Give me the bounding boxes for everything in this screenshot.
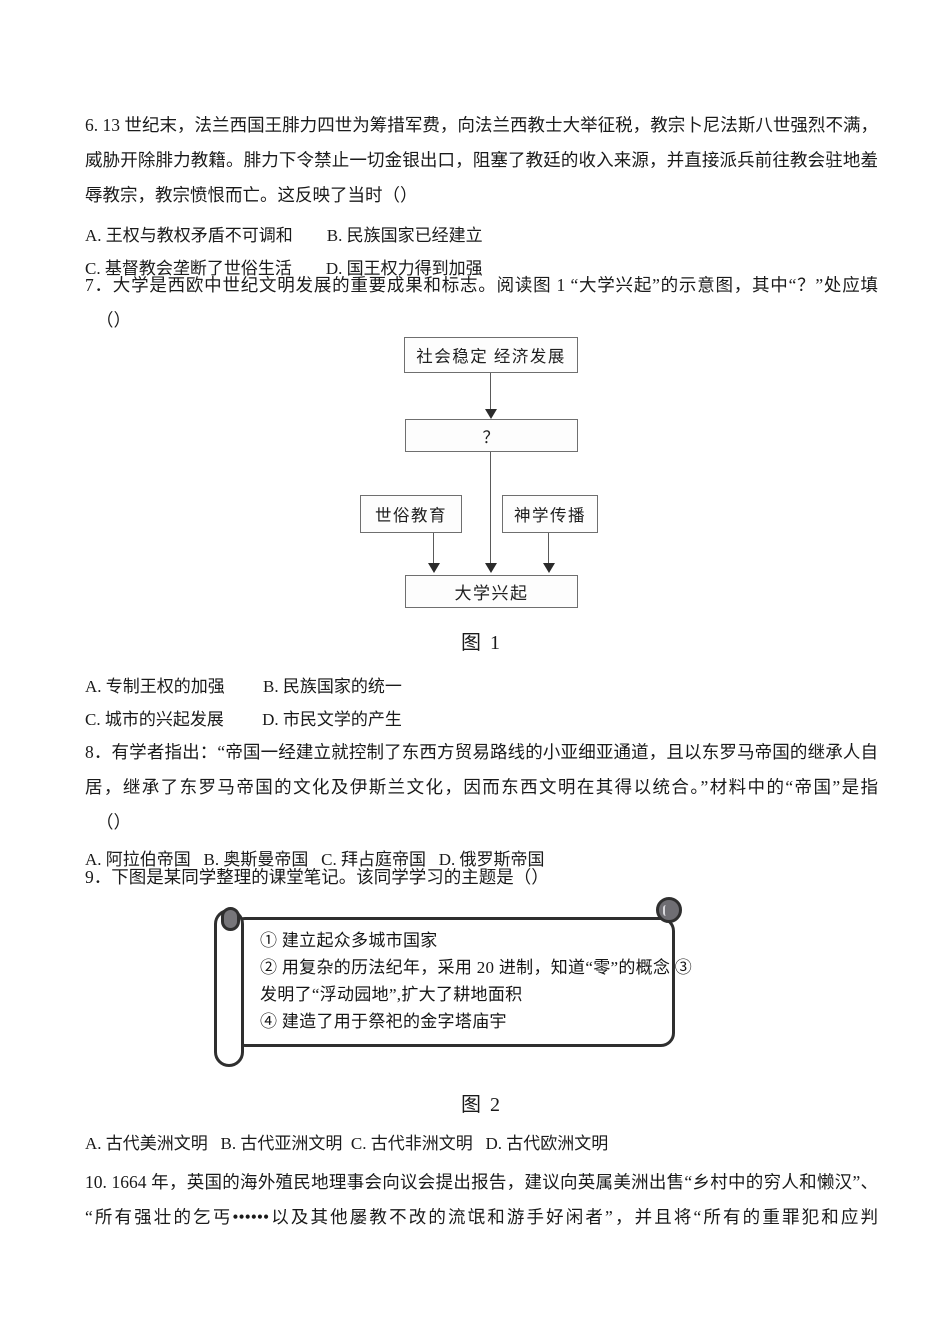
scroll-left-roll <box>214 909 244 1067</box>
question-8: 8．有学者指出：“帝国一经建立就控制了东西方贸易路线的小亚细亚通道，且以东罗马帝… <box>85 735 878 876</box>
question-9-options-row-1[interactable]: A. 古代美洲文明 B. 古代亚洲文明 C. 古代非洲文明 D. 古代欧洲文明 <box>85 1134 609 1153</box>
question-6-stem-line-1: 6. 13 世纪末，法兰西国王腓力四世为筹措军费，向法兰西教士大举征税，教宗卜尼… <box>85 115 878 135</box>
exam-page: 6. 13 世纪末，法兰西国王腓力四世为筹措军费，向法兰西教士大举征税，教宗卜尼… <box>85 0 880 1344</box>
question-9-stem-line-1: 9．下图是某同学整理的课堂笔记。该同学学习的主题是（） <box>85 867 549 887</box>
flow-box-unknown: ？ <box>405 419 578 452</box>
question-7-options: A. 专制王权的加强 B. 民族国家的统一 C. 城市的兴起发展 D. 市民文学… <box>85 670 878 736</box>
scroll-note-text: ① 建立起众多城市国家 ② 用复杂的历法纪年，采用 20 进制，知道“零”的概念… <box>260 927 693 1035</box>
scroll-right-knob-icon <box>656 897 682 923</box>
figure-1-caption: 图 1 <box>461 632 502 654</box>
scroll-note-line-1: ① 建立起众多城市国家 <box>260 931 438 950</box>
question-8-stem-line-1: 8．有学者指出：“帝国一经建立就控制了东西方贸易路线的小亚细亚通道，且以东罗马帝… <box>85 742 878 762</box>
flow-arrowhead-right-to-bottom <box>543 563 555 573</box>
flow-arrowhead-left-to-bottom <box>428 563 440 573</box>
question-10: 10. 1664 年，英国的海外殖民地理事会向议会提出报告，建议向英属美洲出售“… <box>85 1165 878 1235</box>
question-6-options-row-1[interactable]: A. 王权与教权矛盾不可调和 B. 民族国家已经建立 <box>85 226 483 245</box>
question-7-stem-line-2: （） <box>96 310 131 330</box>
scroll-note-line-2: ② 用复杂的历法纪年，采用 20 进制，知道“零”的概念 ③ <box>260 958 693 977</box>
question-7-stem-line-1: 7．大学是西欧中世纪文明发展的重要成果和标志。阅读图 1 “大学兴起”的示意图，… <box>85 275 878 295</box>
figure-2-scroll-note: ① 建立起众多城市国家 ② 用复杂的历法纪年，采用 20 进制，知道“零”的概念… <box>85 895 880 1080</box>
question-7-options-row-2[interactable]: C. 城市的兴起发展 D. 市民文学的产生 <box>85 710 402 729</box>
scroll-paper-body <box>231 917 675 1047</box>
question-10-stem-line-2: “所有强壮的乞丐••••••以及其他屡教不改的流氓和游手好闲者”，并且将“所有的… <box>85 1207 878 1227</box>
question-9: 9．下图是某同学整理的课堂笔记。该同学学习的主题是（） <box>85 860 878 895</box>
question-6: 6. 13 世纪末，法兰西国王腓力四世为筹措军费，向法兰西教士大举征税，教宗卜尼… <box>85 108 878 285</box>
question-6-stem-line-3: 辱教宗，教宗愤恨而亡。这反映了当时（） <box>85 185 418 205</box>
flow-connector-right-to-bottom <box>548 533 550 567</box>
flow-arrowhead-unknown-to-bottom <box>485 563 497 573</box>
scroll-note-line-3: 发明了“浮动园地”,扩大了耕地面积 <box>260 985 523 1004</box>
flow-connector-unknown-to-bottom <box>490 452 492 567</box>
scroll-left-knob-icon <box>221 907 240 931</box>
question-8-stem-line-3: （） <box>96 812 131 832</box>
question-7-options-row-1[interactable]: A. 专制王权的加强 B. 民族国家的统一 <box>85 677 402 696</box>
question-6-stem-line-2: 威胁开除腓力教籍。腓力下令禁止一切金银出口，阻塞了教廷的收入来源，并直接派兵前往… <box>85 150 878 170</box>
flow-connector-left-to-bottom <box>433 533 435 567</box>
question-6-options-row-2[interactable]: C. 基督教会垄断了世俗生活 D. 国王权力得到加强 <box>85 259 483 278</box>
flow-box-bottom: 大学兴起 <box>405 575 578 608</box>
question-7: 7．大学是西欧中世纪文明发展的重要成果和标志。阅读图 1 “大学兴起”的示意图，… <box>85 268 878 338</box>
flow-box-top: 社会稳定 经济发展 <box>404 337 578 373</box>
scroll-note-line-4: ④ 建造了用于祭祀的金字塔庙宇 <box>260 1012 507 1031</box>
flow-box-left: 世俗教育 <box>360 495 462 533</box>
question-8-stem-line-2: 居，继承了东罗马帝国的文化及伊斯兰文化，因而东西文明在其得以统合。”材料中的“帝… <box>85 777 878 797</box>
figure-2-caption: 图 2 <box>461 1094 502 1116</box>
flow-box-right: 神学传播 <box>502 495 598 533</box>
question-10-stem-line-1: 10. 1664 年，英国的海外殖民地理事会向议会提出报告，建议向英属美洲出售“… <box>85 1172 878 1192</box>
question-8-options-row-1[interactable]: A. 阿拉伯帝国 B. 奥斯曼帝国 C. 拜占庭帝国 D. 俄罗斯帝国 <box>85 850 545 869</box>
figure-1-flow-diagram: 社会稳定 经济发展 ？ 世俗教育 神学传播 大学兴起 <box>85 335 880 630</box>
flow-arrowhead-top-to-unknown <box>485 409 497 419</box>
flow-connector-top-to-unknown <box>490 373 492 411</box>
